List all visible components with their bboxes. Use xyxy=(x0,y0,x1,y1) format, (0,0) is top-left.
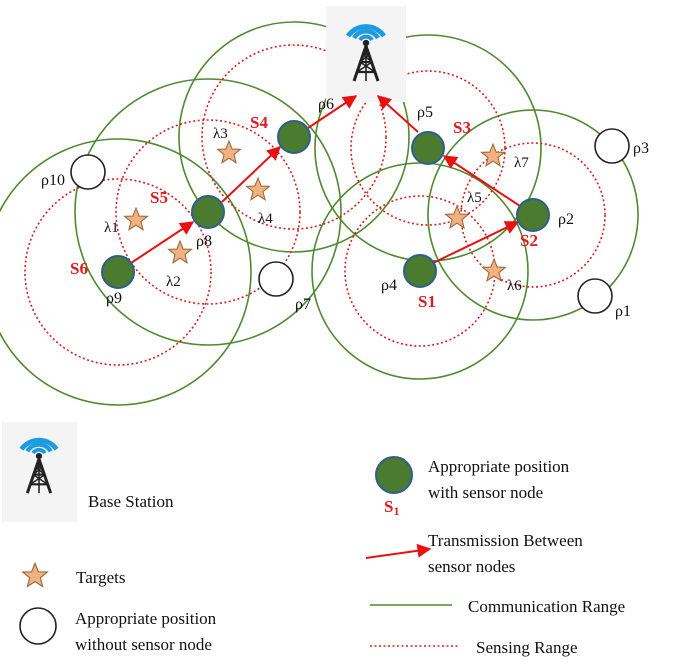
position-label-p7: ρ7 xyxy=(295,296,311,313)
target-l7-star-icon xyxy=(481,143,505,167)
position-label-p5: ρ5 xyxy=(417,104,433,121)
target-label-l3: λ3 xyxy=(213,126,228,142)
sensor-nodes xyxy=(101,120,550,289)
sensor-label-s5: S5 xyxy=(150,188,168,207)
base-station xyxy=(326,6,406,102)
position-label-p6: ρ6 xyxy=(318,96,334,113)
legend-filled-circle-icon xyxy=(375,456,413,494)
legend-star-icon xyxy=(22,562,48,588)
sense-range-s3 xyxy=(350,70,506,226)
legend-arrow-icon xyxy=(365,543,432,559)
legend-empty-line2: without sensor node xyxy=(75,635,212,654)
sense-range-s4 xyxy=(201,44,387,230)
sensor-node-s5 xyxy=(191,195,225,229)
sensor-label-s3: S3 xyxy=(453,118,471,137)
target-l5-star-icon xyxy=(445,205,469,229)
legend-empty-line1: Appropriate position xyxy=(75,609,217,628)
target-label-l7: λ7 xyxy=(514,155,529,171)
sense-range-s6 xyxy=(24,178,212,366)
position-label-p9: ρ9 xyxy=(106,290,122,307)
link-s3-bs xyxy=(376,95,419,133)
sensor-label-s1: S1 xyxy=(418,292,436,311)
sense-range-s5 xyxy=(115,119,301,305)
sensor-label-s2: S2 xyxy=(520,231,538,250)
empty-position-p7 xyxy=(258,261,294,297)
comm-range-s5 xyxy=(74,78,342,346)
target-l1-star-icon xyxy=(124,207,148,231)
legend-sense-range-label: Sensing Range xyxy=(476,638,578,657)
link-s1-s2 xyxy=(432,221,520,264)
comm-range-s4 xyxy=(178,21,410,253)
target-l4-star-icon xyxy=(246,177,270,201)
empty-position-p3 xyxy=(594,128,630,164)
legend-comm-range-label: Communication Range xyxy=(468,597,625,616)
communication-ranges xyxy=(0,21,639,406)
link-s2-s3 xyxy=(442,155,521,207)
target-label-l1: λ1 xyxy=(104,220,119,236)
sensor-node-s3 xyxy=(411,131,445,165)
empty-positions xyxy=(70,128,630,314)
transmission-links xyxy=(127,95,521,266)
target-l3-star-icon xyxy=(217,140,241,164)
legend-transmission-line2: sensor nodes xyxy=(428,557,515,576)
comm-range-s2 xyxy=(427,109,639,321)
target-label-l6: λ6 xyxy=(507,278,522,294)
target-label-l5: λ5 xyxy=(467,190,482,206)
legend-sensor-node: S1 Appropriate position with sensor node xyxy=(375,456,570,518)
sensor-node-s1 xyxy=(403,254,437,288)
position-label-p10: ρ10 xyxy=(41,172,65,189)
sensor-label-s6: S6 xyxy=(70,259,88,278)
position-label-p4: ρ4 xyxy=(381,277,397,294)
legend-empty-circle-icon xyxy=(19,607,57,645)
sensor-label-s4: S4 xyxy=(250,113,268,132)
target-label-l4: λ4 xyxy=(258,211,273,227)
position-label-p2: ρ2 xyxy=(558,211,574,228)
legend-sensor-line1: Appropriate position xyxy=(428,457,570,476)
target-l2-star-icon xyxy=(168,240,192,264)
position-label-p3: ρ3 xyxy=(633,140,649,157)
link-s6-s5 xyxy=(127,221,195,266)
legend-empty-position: Appropriate position without sensor node xyxy=(19,607,217,654)
legend-targets-label: Targets xyxy=(76,568,125,587)
target-label-l2: λ2 xyxy=(166,274,181,290)
sensor-node-s6 xyxy=(101,255,135,289)
sensor-node-s4 xyxy=(277,120,311,154)
link-s5-s4 xyxy=(221,146,282,203)
legend: Base Station Targets Appropriate positio… xyxy=(2,422,625,657)
legend-communication-range: Communication Range xyxy=(370,597,625,616)
legend-base-station: Base Station xyxy=(2,422,174,522)
position-label-p1: ρ1 xyxy=(615,303,631,320)
empty-position-p10 xyxy=(70,154,106,190)
position-label-p8: ρ8 xyxy=(196,233,212,250)
link-s4-bs xyxy=(307,95,358,129)
sensor-node-s2 xyxy=(516,198,550,232)
target-l6-star-icon xyxy=(482,258,506,282)
legend-transmission: Transmission Between sensor nodes xyxy=(365,531,583,576)
legend-base-station-label: Base Station xyxy=(88,492,174,511)
empty-position-p1 xyxy=(577,278,613,314)
legend-transmission-line1: Transmission Between xyxy=(428,531,583,550)
legend-sensing-range: Sensing Range xyxy=(370,638,578,657)
legend-sensor-line2: with sensor node xyxy=(428,483,543,502)
legend-targets: Targets xyxy=(22,562,125,588)
comm-range-s6 xyxy=(0,138,252,406)
legend-sensor-label: S1 xyxy=(384,497,399,518)
